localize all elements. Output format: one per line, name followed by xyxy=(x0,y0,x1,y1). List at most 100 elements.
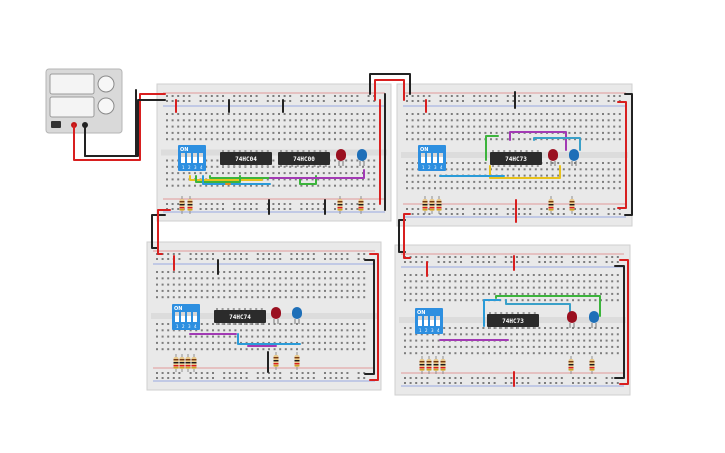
breadboard-hole[interactable] xyxy=(345,125,348,128)
breadboard-hole[interactable] xyxy=(261,184,264,187)
breadboard-hole[interactable] xyxy=(255,100,258,102)
breadboard-hole[interactable] xyxy=(409,261,412,263)
breadboard-hole[interactable] xyxy=(562,208,565,210)
breadboard-hole[interactable] xyxy=(266,184,269,187)
breadboard-hole[interactable] xyxy=(411,138,414,141)
ic-chip-body[interactable] xyxy=(278,152,330,165)
breadboard-hole[interactable] xyxy=(456,213,459,215)
breadboard-hole[interactable] xyxy=(613,119,616,122)
breadboard-hole[interactable] xyxy=(245,329,248,332)
breadboard-hole[interactable] xyxy=(189,258,192,260)
breadboard-hole[interactable] xyxy=(195,289,198,292)
breadboard-hole[interactable] xyxy=(217,329,220,332)
breadboard-hole[interactable] xyxy=(417,213,420,215)
breadboard-hole[interactable] xyxy=(411,162,414,164)
breadboard-hole[interactable] xyxy=(607,138,610,141)
breadboard-hole[interactable] xyxy=(465,299,468,302)
breadboard-hole[interactable] xyxy=(233,100,236,102)
led-blue-body[interactable] xyxy=(589,311,599,323)
breadboard-hole[interactable] xyxy=(551,113,554,115)
breadboard-hole[interactable] xyxy=(406,168,408,171)
breadboard-hole[interactable] xyxy=(406,180,408,183)
breadboard-hole[interactable] xyxy=(454,280,457,283)
breadboard-hole[interactable] xyxy=(409,333,412,336)
breadboard-hole[interactable] xyxy=(493,352,496,355)
breadboard-hole[interactable] xyxy=(240,323,242,325)
breadboard-hole[interactable] xyxy=(240,348,242,351)
breadboard-hole[interactable] xyxy=(167,377,170,379)
breadboard-hole[interactable] xyxy=(540,180,543,183)
breadboard-hole[interactable] xyxy=(420,377,423,379)
breadboard-hole[interactable] xyxy=(471,256,474,258)
breadboard-hole[interactable] xyxy=(529,125,532,128)
breadboard-hole[interactable] xyxy=(317,131,320,134)
wire-bridge-right-positive[interactable] xyxy=(403,213,411,259)
breadboard-hole[interactable] xyxy=(210,203,213,205)
breadboard-hole[interactable] xyxy=(478,138,481,141)
breadboard-hole[interactable] xyxy=(549,274,552,276)
breadboard-hole[interactable] xyxy=(579,174,582,177)
dip-switch-body[interactable] xyxy=(415,308,443,334)
breadboard-hole[interactable] xyxy=(268,323,270,325)
breadboard-hole[interactable] xyxy=(216,119,219,122)
dip-toggle-knob[interactable] xyxy=(433,153,437,157)
wire-signal[interactable] xyxy=(533,137,581,151)
breadboard-hole[interactable] xyxy=(613,168,616,171)
breadboard-hole[interactable] xyxy=(278,119,280,122)
breadboard-hole[interactable] xyxy=(182,184,185,187)
breadboard-hole[interactable] xyxy=(566,333,569,336)
breadboard-hole[interactable] xyxy=(443,256,446,258)
breadboard-hole[interactable] xyxy=(228,296,231,299)
breadboard-hole[interactable] xyxy=(234,271,237,273)
breadboard-hole[interactable] xyxy=(334,184,336,187)
ic-chip[interactable]: 74HC73 xyxy=(487,312,539,329)
breadboard-hole[interactable] xyxy=(334,178,336,181)
breadboard-hole[interactable] xyxy=(448,352,451,355)
breadboard-hole[interactable] xyxy=(443,327,446,329)
breadboard-hole[interactable] xyxy=(529,180,532,183)
breadboard-hole[interactable] xyxy=(404,286,406,289)
breadboard-hole[interactable] xyxy=(212,377,214,379)
breadboard-hole[interactable] xyxy=(544,382,546,384)
breadboard-hole[interactable] xyxy=(222,131,224,134)
breadboard-hole[interactable] xyxy=(521,333,524,336)
breadboard-hole[interactable] xyxy=(478,208,481,210)
breadboard-hole[interactable] xyxy=(549,352,552,355)
breadboard-hole[interactable] xyxy=(616,352,619,355)
breadboard-hole[interactable] xyxy=(456,138,459,141)
breadboard-hole[interactable] xyxy=(510,352,513,355)
breadboard-hole[interactable] xyxy=(335,335,338,338)
breadboard-hole[interactable] xyxy=(356,159,359,162)
breadboard-hole[interactable] xyxy=(557,95,560,97)
breadboard-hole[interactable] xyxy=(284,283,287,286)
breadboard-hole[interactable] xyxy=(450,208,453,210)
breadboard-hole[interactable] xyxy=(266,138,269,141)
wire-rail-right-tr[interactable] xyxy=(624,93,633,216)
breadboard-hole[interactable] xyxy=(460,345,462,348)
breadboard-hole[interactable] xyxy=(473,131,476,134)
breadboard-hole[interactable] xyxy=(234,377,237,379)
breadboard-hole[interactable] xyxy=(546,125,548,128)
breadboard-hole[interactable] xyxy=(529,113,532,115)
breadboard-hole[interactable] xyxy=(300,95,303,97)
breadboard-hole[interactable] xyxy=(290,335,293,338)
breadboard-hole[interactable] xyxy=(223,323,226,325)
breadboard-hole[interactable] xyxy=(278,95,280,97)
breadboard-hole[interactable] xyxy=(493,382,496,384)
breadboard-hole[interactable] xyxy=(415,333,418,336)
breadboard-hole[interactable] xyxy=(210,131,213,134)
breadboard-hole[interactable] xyxy=(212,348,214,351)
breadboard-hole[interactable] xyxy=(422,180,425,183)
breadboard-hole[interactable] xyxy=(411,125,414,128)
breadboard-hole[interactable] xyxy=(240,258,242,260)
breadboard-hole[interactable] xyxy=(245,283,248,286)
breadboard-hole[interactable] xyxy=(560,352,563,355)
breadboard-hole[interactable] xyxy=(318,271,321,273)
breadboard-hole[interactable] xyxy=(367,184,370,187)
breadboard-hole[interactable] xyxy=(529,187,532,190)
breadboard-hole[interactable] xyxy=(223,277,226,280)
breadboard-hole[interactable] xyxy=(460,299,462,302)
breadboard-hole[interactable] xyxy=(210,119,213,122)
breadboard-hole[interactable] xyxy=(339,172,342,175)
breadboard-hole[interactable] xyxy=(465,274,468,276)
